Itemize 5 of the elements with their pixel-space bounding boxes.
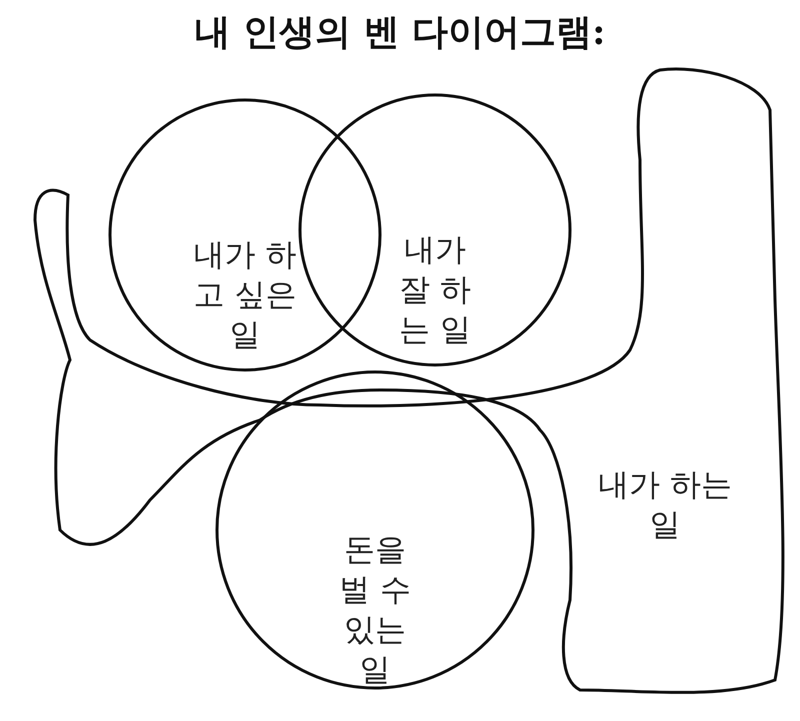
set-label: 돈을 벌 수 있는 일: [338, 531, 412, 690]
set-label: 내가 하는 일: [597, 466, 733, 545]
diagram-title: 내 인생의 벤 다이어그램:: [194, 10, 606, 55]
set-label: 내가 잘 하는 일: [398, 231, 472, 350]
set-label: 내가 하고 싶은 일: [192, 236, 298, 355]
